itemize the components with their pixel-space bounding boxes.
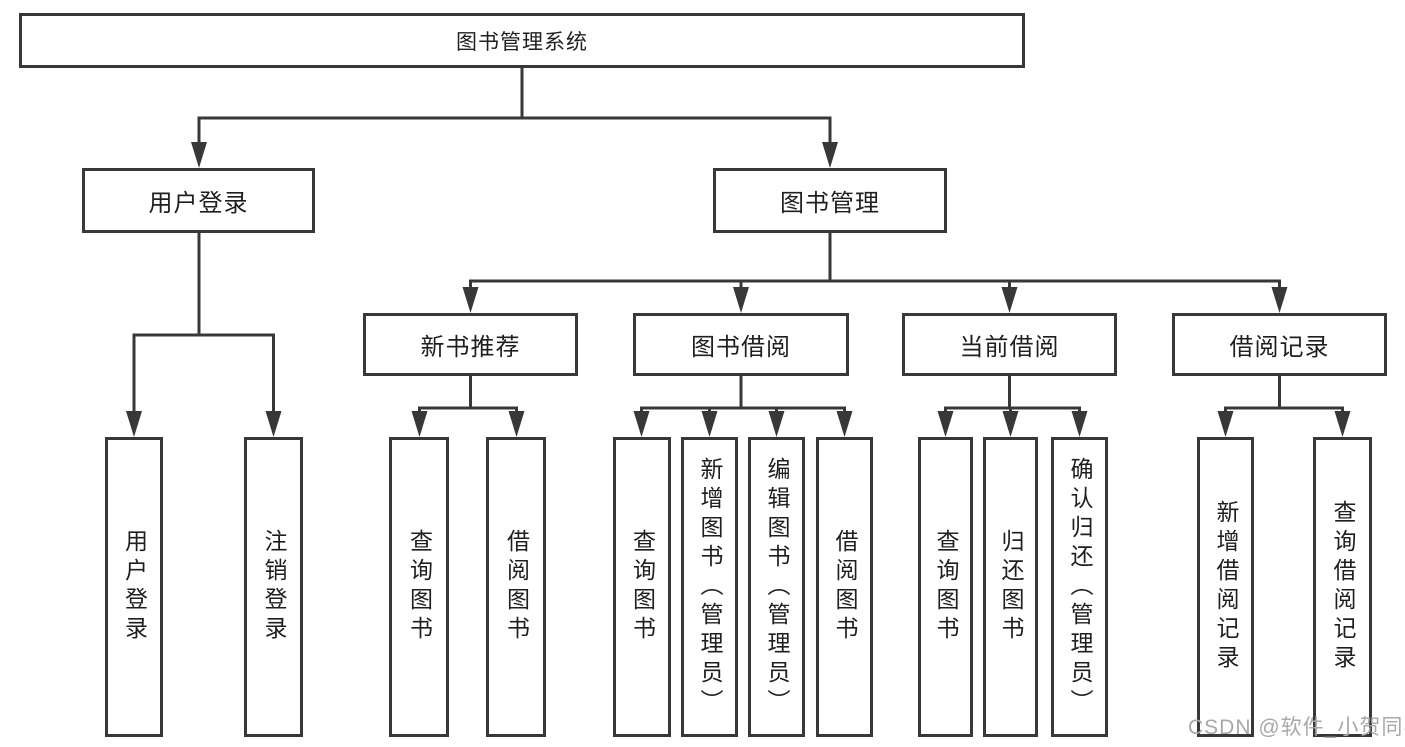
leaf-borrow-book-borrowing: 借阅图书 [816, 437, 873, 737]
leaf-return-book: 归还图书 [983, 437, 1038, 737]
leaf-add-book-admin: 新增图书（管理员） [681, 437, 738, 737]
node-library-system: 图书管理系统 [19, 13, 1025, 68]
arrow-head [1217, 411, 1234, 437]
node-library-system-label: 图书管理系统 [456, 30, 588, 54]
arrow-head [937, 411, 954, 437]
leaf-add-borrow-record: 新增借阅记录 [1197, 437, 1254, 737]
leaf-edit-book-admin-label: 编辑图书（管理员） [764, 456, 790, 718]
leaf-edit-book-admin: 编辑图书（管理员） [748, 437, 805, 737]
node-current-borrowing-label: 当前借阅 [959, 334, 1060, 361]
arrow-head [411, 411, 428, 437]
arrow-head [1071, 411, 1088, 437]
node-current-borrowing: 当前借阅 [902, 313, 1117, 376]
arrow-head [191, 142, 207, 168]
leaf-query-borrow-record: 查询借阅记录 [1313, 437, 1372, 737]
leaf-return-book-label: 归还图书 [998, 529, 1024, 645]
node-user-login-label: 用户登录 [148, 190, 249, 217]
arrow-head [822, 142, 838, 168]
arrow-head [768, 411, 785, 437]
node-new-book-recommendation-label: 新书推荐 [420, 334, 521, 361]
leaf-confirm-return-admin-label: 确认归还（管理员） [1067, 456, 1093, 718]
leaf-borrow-book-recommend: 借阅图书 [486, 437, 546, 737]
leaf-add-book-admin-label: 新增图书（管理员） [697, 456, 723, 718]
arrow-head [1002, 411, 1019, 437]
leaf-user-login: 用户登录 [105, 437, 163, 737]
node-book-management: 图书管理 [713, 168, 947, 233]
arrow-head [126, 411, 142, 437]
leaf-query-book-borrowing: 查询图书 [613, 437, 671, 737]
leaf-borrow-book-recommend-label: 借阅图书 [503, 529, 530, 645]
arrow-head [701, 411, 718, 437]
arrow-head [1334, 411, 1351, 437]
arrow-head [1001, 287, 1018, 313]
watermark-text: CSDN @软件_小贺同学 [1188, 716, 1405, 739]
leaf-query-book-borrowing-label: 查询图书 [629, 529, 656, 645]
node-book-borrowing: 图书借阅 [633, 313, 849, 376]
node-borrowing-records: 借阅记录 [1172, 313, 1387, 376]
arrow-head [733, 287, 749, 313]
leaf-add-borrow-record-label: 新增借阅记录 [1213, 500, 1239, 674]
node-user-login: 用户登录 [82, 168, 315, 233]
arrow-head [508, 411, 525, 437]
leaf-borrow-book-borrowing-label: 借阅图书 [832, 529, 858, 645]
node-book-borrowing-label: 图书借阅 [691, 334, 791, 361]
arrow-head [265, 411, 282, 437]
leaf-user-login-label: 用户登录 [121, 529, 148, 645]
arrow-head [836, 411, 853, 437]
leaf-query-borrow-record-label: 查询借阅记录 [1330, 500, 1356, 674]
leaf-query-book-current: 查询图书 [918, 437, 973, 737]
arrow-head [462, 287, 479, 313]
arrow-head [633, 411, 650, 437]
node-new-book-recommendation: 新书推荐 [363, 313, 578, 376]
leaf-query-book-current-label: 查询图书 [933, 529, 959, 645]
node-borrowing-records-label: 借阅记录 [1229, 334, 1330, 361]
leaf-query-book-recommend: 查询图书 [389, 437, 449, 737]
leaf-confirm-return-admin: 确认归还（管理员） [1051, 437, 1108, 737]
leaf-query-book-recommend-label: 查询图书 [406, 529, 433, 645]
node-book-management-label: 图书管理 [780, 190, 880, 217]
leaf-logout-label: 注销登录 [261, 529, 287, 645]
leaf-logout: 注销登录 [244, 437, 303, 737]
arrow-head [1271, 287, 1288, 313]
